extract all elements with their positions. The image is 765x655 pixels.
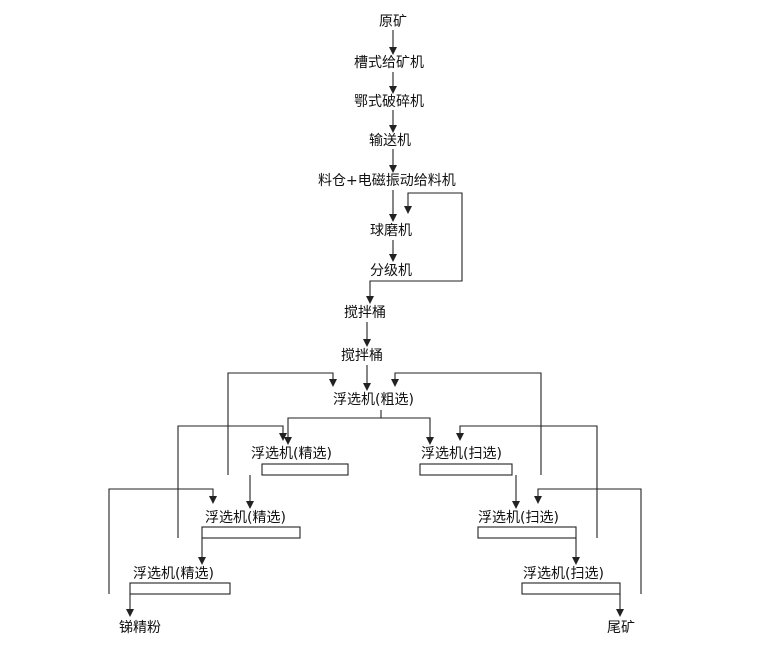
node-flotation-scavenger-3: 浮选机(扫选) <box>522 566 605 582</box>
cleaner-1-cell-bar <box>261 463 349 476</box>
line-classifier-return <box>393 192 463 282</box>
arrowhead <box>389 86 397 94</box>
arrowhead <box>426 437 434 445</box>
node-flotation-scavenger-1: 浮选机(扫选) <box>420 446 503 462</box>
line-scavenger-1-return <box>394 372 542 475</box>
arrowhead <box>389 47 397 55</box>
arrowhead <box>616 609 624 617</box>
line-cleaner-1-return <box>227 372 334 475</box>
arrowhead <box>512 501 520 509</box>
node-conveyor: 输送机 <box>368 133 412 149</box>
line-cleaner-3-return <box>108 488 214 594</box>
node-trough-feeder: 槽式给矿机 <box>353 55 425 71</box>
arrowhead <box>389 165 397 173</box>
scavenger-1-cell-bar <box>419 463 513 476</box>
node-jaw-crusher: 鄂式破碎机 <box>353 94 425 110</box>
arrowhead <box>389 125 397 133</box>
arrowhead <box>209 496 217 504</box>
line-rougher-to-scavenger-1 <box>381 417 431 443</box>
node-antimony-concentrate: 锑精粉 <box>118 620 162 636</box>
node-ball-mill: 球磨机 <box>369 223 413 239</box>
scavenger-2-cell-bar <box>477 526 577 539</box>
arrowhead <box>404 206 412 214</box>
line-scavenger-2-return <box>459 425 598 538</box>
node-flotation-cleaner-3: 浮选机(精选) <box>132 566 215 582</box>
node-flotation-cleaner-1: 浮选机(精选) <box>250 446 333 462</box>
cleaner-2-cell-bar <box>201 526 301 539</box>
arrowhead <box>391 379 399 387</box>
node-classifier: 分级机 <box>369 263 413 279</box>
node-flotation-scavenger-2: 浮选机(扫选) <box>477 510 560 526</box>
arrowhead <box>329 379 337 387</box>
arrowhead <box>572 557 580 565</box>
arrowhead <box>126 609 134 617</box>
arrowhead <box>279 433 287 441</box>
node-tailings: 尾矿 <box>606 620 636 636</box>
node-raw-ore: 原矿 <box>378 14 408 30</box>
cleaner-3-cell-bar <box>129 582 231 595</box>
arrowhead <box>389 214 397 222</box>
node-flotation-rougher: 浮选机(粗选) <box>332 392 415 408</box>
line-rougher-to-cleaner-1 <box>287 410 382 443</box>
node-bin-vibrating-feeder: 料仓+电磁振动给料机 <box>317 173 457 189</box>
arrowhead <box>284 437 292 445</box>
arrowhead <box>363 383 371 391</box>
arrowhead <box>534 496 542 504</box>
line-classifier-to-agitator <box>369 280 393 302</box>
arrowhead <box>366 296 374 304</box>
scavenger-3-cell-bar <box>521 582 621 595</box>
line-cleaner-2-return <box>177 425 284 538</box>
node-flotation-cleaner-2: 浮选机(精选) <box>204 510 287 526</box>
arrowhead <box>198 557 206 565</box>
node-agitator-2: 搅拌桶 <box>340 348 384 364</box>
arrowhead <box>246 501 254 509</box>
arrowhead <box>389 254 397 262</box>
arrowhead <box>363 339 371 347</box>
node-agitator-1: 搅拌桶 <box>343 305 387 321</box>
arrowhead <box>456 433 464 441</box>
line-scavenger-3-return <box>537 488 642 594</box>
